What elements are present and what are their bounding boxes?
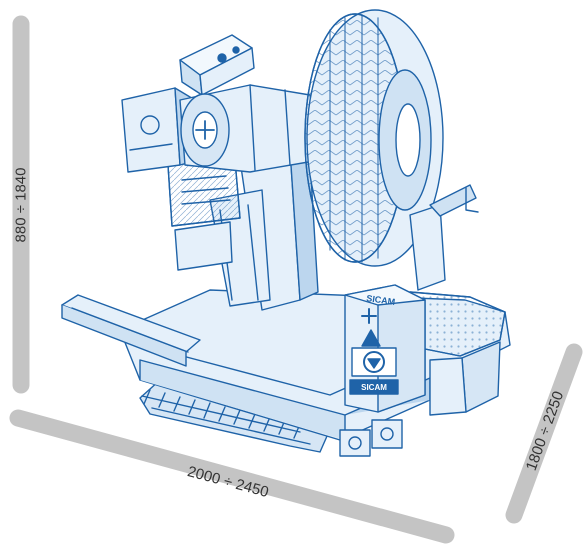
wheel-hub-assembly [179,84,321,173]
front-clamps [339,419,403,457]
tyre [304,9,444,267]
depth-dimension-bar [505,343,583,524]
width-dimension-bar [9,409,455,544]
tyre-changer-machine [61,9,511,457]
depth-dimension-label: 1800 ÷ 2250 [523,389,567,473]
valve-block [167,159,241,271]
bead-breaker-arm [409,184,479,291]
control-panel-logo: SICAM [361,383,387,392]
mesh-plate [409,291,506,416]
control-box [344,284,426,413]
left-slide-rail [61,294,201,367]
brand-logo: SICAM [366,293,396,307]
height-dimension-label: 880 ÷ 1840 [13,168,30,243]
